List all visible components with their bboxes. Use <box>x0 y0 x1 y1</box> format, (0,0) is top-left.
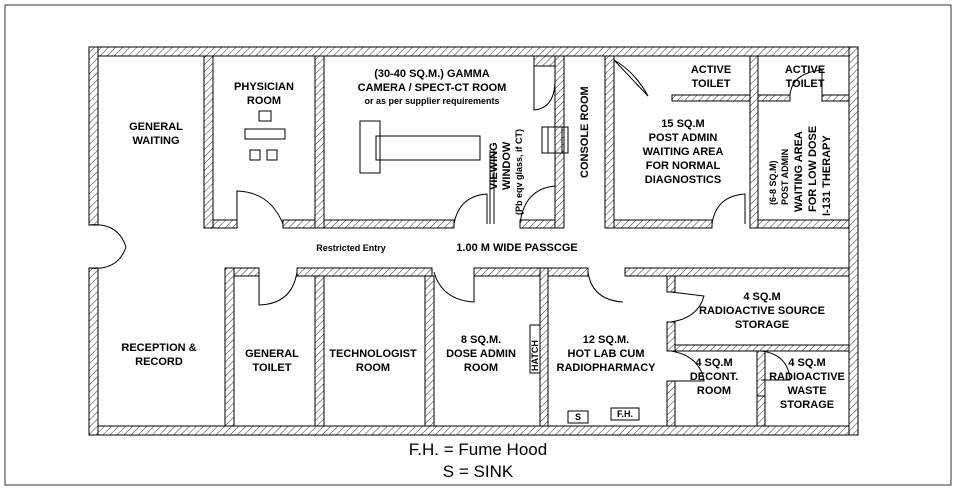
svg-text:4 SQ.M: 4 SQ.M <box>788 357 825 369</box>
sink-tag: S <box>575 412 581 422</box>
sink-box <box>567 410 589 424</box>
svg-text:GENERAL: GENERAL <box>129 121 183 133</box>
general-waiting-label: GENERAL WAITING <box>129 121 183 147</box>
svg-text:TOILET: TOILET <box>692 78 731 90</box>
svg-text:STORAGE: STORAGE <box>735 319 789 331</box>
svg-text:HOT LAB CUM: HOT LAB CUM <box>568 348 645 360</box>
legend-sink: S = SINK <box>443 462 514 481</box>
svg-text:RADIOACTIVE: RADIOACTIVE <box>769 371 845 383</box>
svg-text:POST ADMIN: POST ADMIN <box>780 149 790 205</box>
restricted-entry-label: Restricted Entry <box>316 243 386 253</box>
svg-text:WINDOW: WINDOW <box>501 141 513 190</box>
svg-text:RADIOACTIVE SOURCE: RADIOACTIVE SOURCE <box>699 305 825 317</box>
physician-room-label: PHYSICIAN ROOM <box>234 81 294 107</box>
svg-text:(6-8 SQ.M): (6-8 SQ.M) <box>768 160 778 205</box>
svg-text:TOILET: TOILET <box>253 362 292 374</box>
svg-text:ROOM: ROOM <box>356 362 390 374</box>
source-storage-label: 4 SQ.M RADIOACTIVE SOURCE STORAGE <box>699 291 825 331</box>
svg-text:STORAGE: STORAGE <box>780 399 834 411</box>
decont-room-label: 4 SQ.M DECONT. ROOM <box>690 357 738 397</box>
bottom-row-walls <box>224 267 850 427</box>
physician-furniture <box>244 110 286 161</box>
svg-text:4 SQ.M: 4 SQ.M <box>743 291 780 303</box>
gamma-camera-equipment <box>359 120 481 174</box>
svg-text:DIAGNOSTICS: DIAGNOSTICS <box>645 174 721 186</box>
svg-text:WAITING: WAITING <box>132 135 179 147</box>
active-toilet-2-label: ACTIVE TOILET <box>785 64 825 90</box>
passage-label: 1.00 M WIDE PASSCGE <box>456 242 577 254</box>
svg-text:VIEWING: VIEWING <box>488 142 500 190</box>
viewing-window <box>489 150 495 224</box>
svg-text:ROOM: ROOM <box>697 385 731 397</box>
svg-text:RECEPTION &: RECEPTION & <box>121 342 196 354</box>
reception-label: RECEPTION & RECORD <box>121 342 196 368</box>
svg-text:GENERAL: GENERAL <box>245 348 299 360</box>
fume-hood-tag: F.H. <box>617 409 633 419</box>
svg-text:FOR LOW DOSE: FOR LOW DOSE <box>807 126 819 212</box>
svg-text:8 SQ.M.: 8 SQ.M. <box>461 334 501 346</box>
svg-text:I-131 THERAPY: I-131 THERAPY <box>821 135 833 216</box>
gamma-camera-label: (30-40 SQ.M.) GAMMA CAMERA / SPECT-CT RO… <box>358 68 507 106</box>
general-toilet-label: GENERAL TOILET <box>245 348 299 374</box>
svg-text:or as per supplier requirement: or as per supplier requirements <box>364 96 499 106</box>
svg-text:ROOM: ROOM <box>247 95 281 107</box>
technologist-room-label: TECHNOLOGIST ROOM <box>329 348 417 374</box>
svg-text:RECORD: RECORD <box>135 356 183 368</box>
svg-text:4 SQ.M: 4 SQ.M <box>695 357 732 369</box>
svg-text:WAITING AREA: WAITING AREA <box>643 146 724 158</box>
svg-text:WASTE: WASTE <box>787 385 826 397</box>
svg-text:DOSE ADMIN: DOSE ADMIN <box>446 348 516 360</box>
svg-text:15 SQ.M: 15 SQ.M <box>661 118 704 130</box>
svg-text:POST ADMIN: POST ADMIN <box>649 132 718 144</box>
post-admin-normal-label: 15 SQ.M POST ADMIN WAITING AREA FOR NORM… <box>643 118 724 186</box>
console-room-label: CONSOLE ROOM <box>579 86 591 178</box>
hot-lab-label: 12 SQ.M. HOT LAB CUM RADIOPHARMACY <box>557 334 657 374</box>
svg-text:12 SQ.M.: 12 SQ.M. <box>583 334 629 346</box>
doors <box>88 59 823 382</box>
active-toilet-1-label: ACTIVE TOILET <box>691 64 731 90</box>
svg-text:FOR NORMAL: FOR NORMAL <box>646 160 721 172</box>
outer-walls <box>88 46 859 436</box>
svg-text:(Pb eqv glass, if CT): (Pb eqv glass, if CT) <box>514 129 524 215</box>
waste-storage-label: 4 SQ.M RADIOACTIVE WASTE STORAGE <box>769 357 845 411</box>
svg-text:ACTIVE: ACTIVE <box>785 64 825 76</box>
console-equipment <box>541 126 569 154</box>
fume-hood-box <box>610 407 640 421</box>
svg-text:CAMERA / SPECT-CT ROOM: CAMERA / SPECT-CT ROOM <box>358 82 507 94</box>
svg-text:TECHNOLOGIST: TECHNOLOGIST <box>329 348 417 360</box>
svg-text:RADIOPHARMACY: RADIOPHARMACY <box>557 362 657 374</box>
svg-text:WAITING AREA: WAITING AREA <box>793 131 805 212</box>
svg-text:ROOM: ROOM <box>464 362 498 374</box>
svg-text:TOILET: TOILET <box>786 78 825 90</box>
svg-text:(30-40 SQ.M.) GAMMA: (30-40 SQ.M.) GAMMA <box>374 68 490 80</box>
top-row-walls <box>203 55 850 229</box>
hatch-label: HATCH <box>530 340 540 371</box>
dose-admin-room-label: 8 SQ.M. DOSE ADMIN ROOM <box>446 334 516 374</box>
figure-border <box>4 4 952 486</box>
legend-fume-hood: F.H. = Fume Hood <box>409 440 547 459</box>
svg-text:DECONT.: DECONT. <box>690 371 738 383</box>
svg-text:PHYSICIAN: PHYSICIAN <box>234 81 294 93</box>
hatch-opening <box>529 324 541 374</box>
post-admin-low-dose-label: (6-8 SQ.M) POST ADMIN WAITING AREA FOR L… <box>768 126 833 216</box>
svg-text:ACTIVE: ACTIVE <box>691 64 731 76</box>
viewing-window-label: VIEWING WINDOW (Pb eqv glass, if CT) <box>488 129 524 215</box>
